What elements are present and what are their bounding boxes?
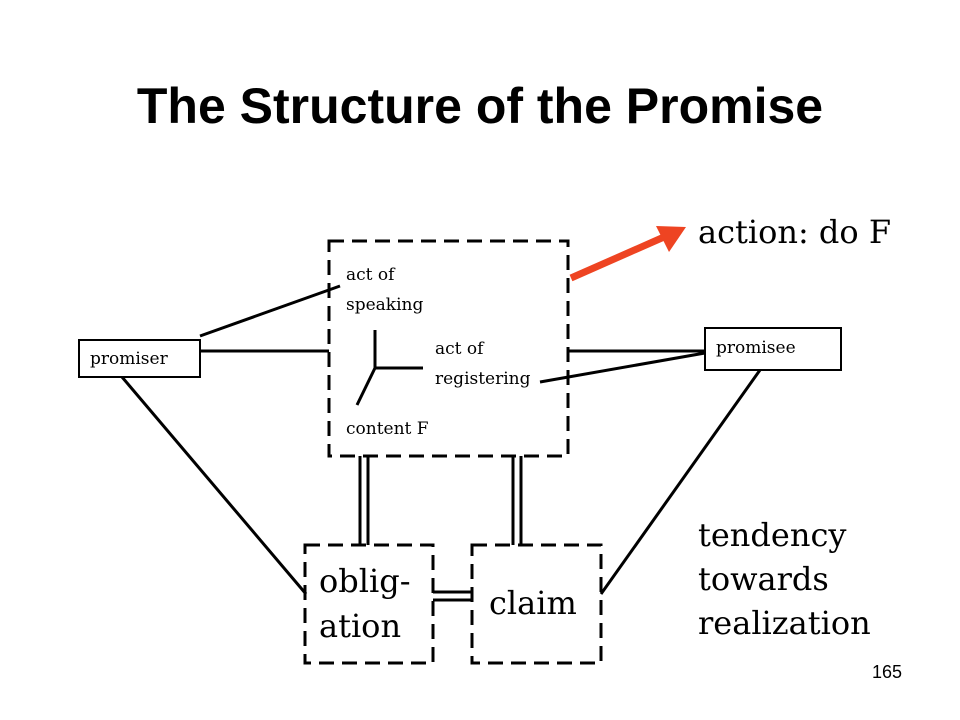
promiser-box: [78, 339, 201, 378]
registering-to-promisee-line: [539, 351, 706, 384]
tendency-line1: tendency: [698, 516, 846, 554]
claim-label: claim: [489, 584, 577, 622]
promisee-box: [704, 327, 842, 371]
content-f-label: content F: [346, 419, 429, 439]
obligation-box: [303, 543, 435, 665]
act-of-speaking-line1: act of: [346, 265, 396, 285]
action-arrow-head: [656, 226, 686, 252]
tendency-line3: realization: [698, 604, 871, 642]
promiser-to-speaking-line: [199, 284, 341, 338]
act-branch-lower: [355, 367, 377, 406]
promisee-label: promisee: [716, 338, 796, 358]
obligation-line1: oblig-: [319, 562, 411, 600]
act-box: [327, 239, 570, 458]
action-label: action: do F: [698, 213, 891, 251]
act-of-speaking-line2: speaking: [346, 295, 423, 315]
obligation-line2: ation: [319, 607, 401, 645]
promiser-to-obligation-line: [120, 376, 308, 595]
tendency-line2: towards: [698, 560, 829, 598]
action-arrow-shaft: [569, 233, 666, 282]
claim-box: [470, 543, 603, 665]
promiser-label: promiser: [90, 349, 169, 369]
promisee-to-claim-line: [599, 369, 762, 595]
page-number: 165: [871, 662, 902, 682]
act-of-registering-line1: act of: [435, 339, 485, 359]
slide-title: The Structure of the Promise: [136, 78, 824, 134]
act-of-registering-line2: registering: [435, 369, 531, 389]
